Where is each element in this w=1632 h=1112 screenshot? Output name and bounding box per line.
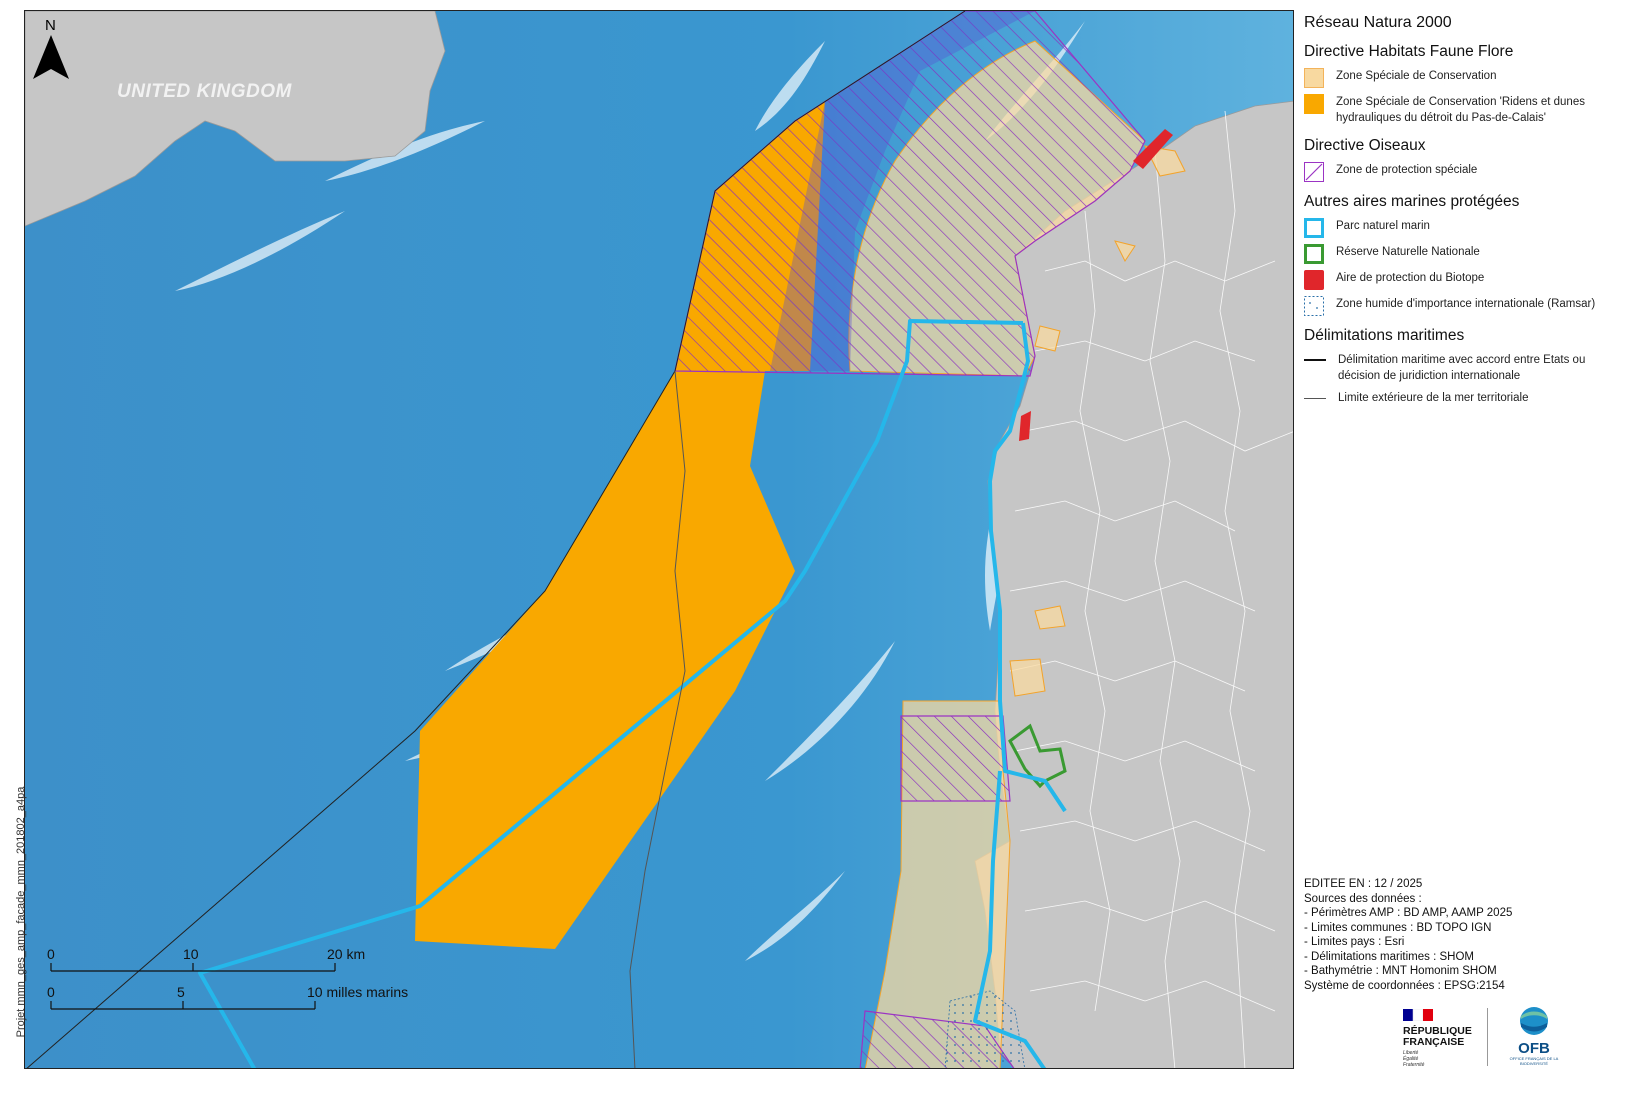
scale-nm-10: 10 milles marins xyxy=(307,984,409,1000)
territorial-line xyxy=(1304,390,1326,406)
scale-nm-5: 5 xyxy=(177,984,185,1000)
legend-label-territorial: Limite extérieure de la mer territoriale xyxy=(1338,392,1529,404)
ofb-text: OFB xyxy=(1518,1040,1550,1057)
republique-line1: RÉPUBLIQUE xyxy=(1403,1025,1472,1037)
ramsar-zone xyxy=(944,990,1026,1068)
motto-egalite: Égalité xyxy=(1403,1056,1419,1062)
zsc-ridens-south xyxy=(415,371,795,949)
legend-section-oiseaux: Directive Oiseaux xyxy=(1304,137,1426,154)
legend-label-ramsar: Zone humide d'importance internationale … xyxy=(1336,298,1596,310)
map-metadata: EDITEE EN : 12 / 2025 Sources des donnée… xyxy=(1304,877,1512,993)
commune-boundaries xyxy=(1009,110,1293,1068)
legend-item-rnn: Réserve Naturelle Nationale xyxy=(1304,244,1630,264)
legend-label-biotope: Aire de protection du Biotope xyxy=(1336,272,1485,284)
rnn-zone xyxy=(1008,723,1067,789)
legend-item-delimitation: Délimitation maritime avec accord entre … xyxy=(1304,352,1630,384)
map-canvas xyxy=(25,11,1293,1068)
legend-item-zps: Zone de protection spéciale xyxy=(1304,162,1630,182)
legend-label-zps: Zone de protection spéciale xyxy=(1336,164,1478,176)
map-frame[interactable]: N UNITED KINGDOM 0 10 20 km 0 5 10 mille… xyxy=(24,10,1294,1069)
logos: RÉPUBLIQUE FRANÇAISE Liberté Égalité Fra… xyxy=(1403,1006,1583,1068)
legend-item-zsc: Zone Spéciale de Conservation xyxy=(1304,68,1630,88)
rnn-swatch xyxy=(1304,244,1324,264)
zsc-ridens-swatch xyxy=(1304,94,1324,114)
north-arrow: N xyxy=(33,17,73,87)
ofb-globe-icon xyxy=(1520,1007,1548,1035)
scale-km-0: 0 xyxy=(47,946,55,962)
north-label: N xyxy=(45,17,56,34)
legend-label-rnn: Réserve Naturelle Nationale xyxy=(1336,246,1480,258)
zps-blue-overlay xyxy=(770,11,1035,371)
legend-label-zsc: Zone Spéciale de Conservation xyxy=(1336,70,1497,82)
legend-section-autres: Autres aires marines protégées xyxy=(1304,193,1520,210)
legend-item-ramsar: Zone humide d'importance internationale … xyxy=(1304,296,1630,316)
zps-coastal xyxy=(900,715,1011,802)
legend-label-zsc-ridens: Zone Spéciale de Conservation 'Ridens et… xyxy=(1336,96,1585,124)
map-legend: Réseau Natura 2000 Directive Habitats Fa… xyxy=(1304,10,1630,412)
logo-divider xyxy=(1487,1008,1488,1066)
scale-nm-0: 0 xyxy=(47,984,55,1000)
marianne-flag-icon xyxy=(1403,1008,1433,1022)
meta-line: - Limites pays : Esri xyxy=(1304,936,1405,948)
zps-swatch xyxy=(1304,162,1324,182)
delimitation-line xyxy=(1304,352,1326,368)
motto-fraternite: Fraternité xyxy=(1403,1062,1425,1068)
north-arrow-icon xyxy=(33,35,69,79)
legend-title: Réseau Natura 2000 xyxy=(1304,14,1452,31)
legend-item-zsc-ridens: Zone Spéciale de Conservation 'Ridens et… xyxy=(1304,94,1630,126)
ofb-logo: OFB OFFICE FRANÇAIS DE LA BIODIVERSITÉ xyxy=(1499,1006,1569,1066)
legend-item-territorial: Limite extérieure de la mer territoriale xyxy=(1304,390,1630,406)
pnm-boundary xyxy=(198,319,1067,1068)
project-reference: Projet mmn_ges_amp_facade_mmn_201802_a4p… xyxy=(15,786,27,1038)
legend-section-habitats: Directive Habitats Faune Flore xyxy=(1304,43,1514,60)
meta-line: - Limites communes : BD TOPO IGN xyxy=(1304,921,1492,934)
scale-bars xyxy=(50,963,336,1010)
biotope-swatch xyxy=(1304,270,1324,290)
legend-item-biotope: Aire de protection du Biotope xyxy=(1304,270,1630,290)
meta-line: EDITEE EN : 12 / 2025 xyxy=(1304,878,1423,890)
legend-section-delimitations: Délimitations maritimes xyxy=(1304,327,1465,344)
meta-line: - Périmètres AMP : BD AMP, AAMP 2025 xyxy=(1304,907,1513,919)
motto-liberte: Liberté xyxy=(1403,1050,1419,1056)
legend-label-delimitation: Délimitation maritime avec accord entre … xyxy=(1338,354,1586,382)
scale-km-10: 10 xyxy=(183,946,199,962)
scale-km-20: 20 km xyxy=(327,946,366,962)
biotope-zones xyxy=(1019,129,1173,441)
meta-line: - Délimitations maritimes : SHOM xyxy=(1304,950,1474,963)
pnm-swatch xyxy=(1304,218,1324,238)
ofb-subtext: OFFICE FRANÇAIS DE LA BIODIVERSITÉ xyxy=(1509,1056,1559,1066)
legend-label-pnm: Parc naturel marin xyxy=(1336,220,1430,232)
meta-line: Système de coordonnées : EPSG:2154 xyxy=(1304,979,1505,992)
uk-land xyxy=(25,11,446,227)
country-label-uk: UNITED KINGDOM xyxy=(117,81,292,102)
meta-line: Sources des données : xyxy=(1304,892,1422,905)
republique-francaise-logo: RÉPUBLIQUE FRANÇAISE Liberté Égalité Fra… xyxy=(1403,1008,1483,1068)
meta-line: - Bathymétrie : MNT Homonim SHOM xyxy=(1304,965,1497,977)
zsc-swatch xyxy=(1304,68,1324,88)
motto: Liberté Égalité Fraternité xyxy=(1403,1050,1483,1068)
legend-item-pnm: Parc naturel marin xyxy=(1304,218,1630,238)
ramsar-swatch xyxy=(1304,296,1324,316)
territorial-sea-limit xyxy=(629,370,686,1068)
republique-line2: FRANÇAISE xyxy=(1403,1036,1465,1048)
zps-offshore xyxy=(674,11,1146,377)
